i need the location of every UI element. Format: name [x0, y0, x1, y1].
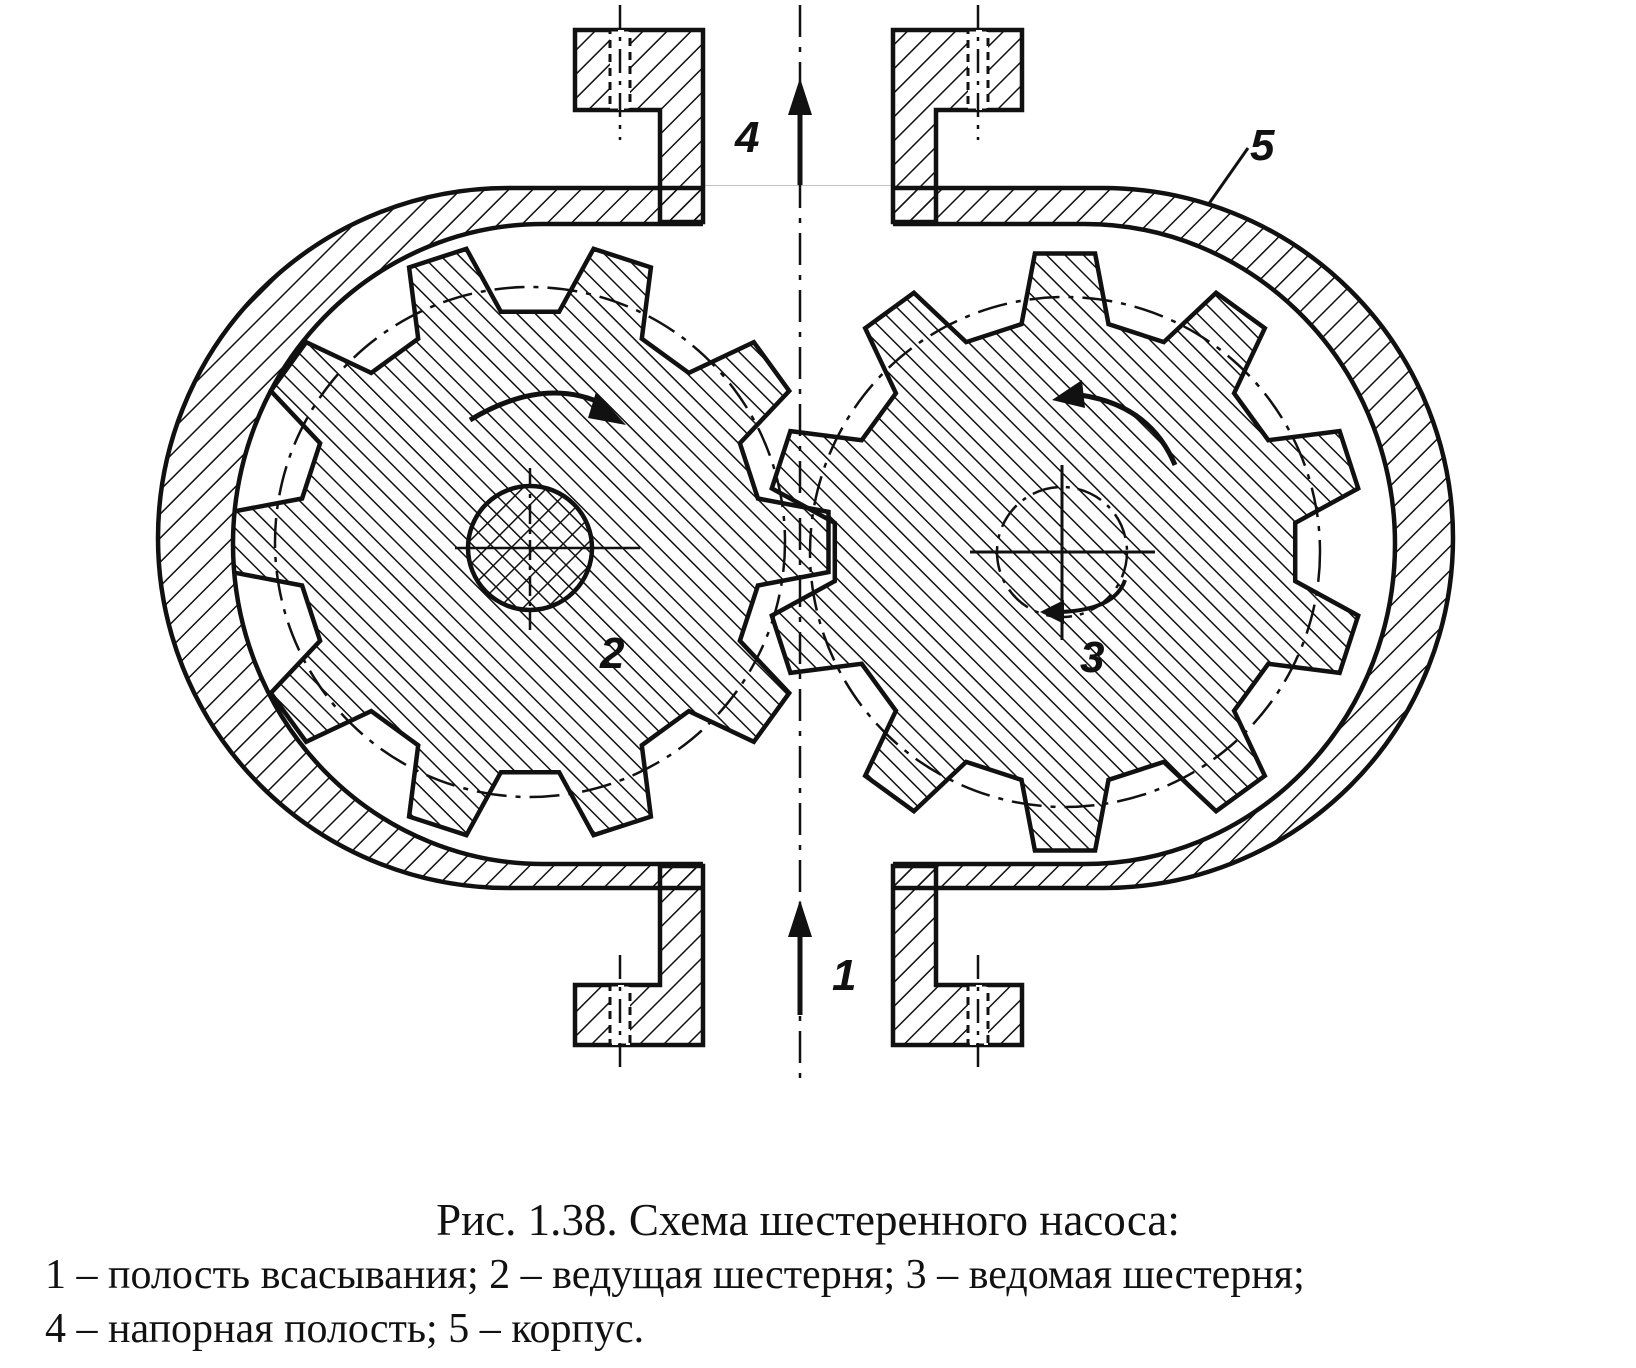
- housing-leader-line: [1206, 147, 1250, 206]
- discharge-flange: [572, 5, 1025, 225]
- label-driving-gear: 2: [599, 629, 625, 678]
- label-discharge: 4: [734, 113, 759, 162]
- suction-arrow: [788, 900, 812, 1015]
- suction-flange: [572, 863, 1025, 1075]
- caption-title: Рис. 1.38. Схема шестеренного насоса:: [436, 1195, 1180, 1245]
- label-driven-gear: 3: [1080, 633, 1104, 682]
- pump-housing: [155, 185, 1456, 902]
- caption-line-1: 1 – полость всасывания; 2 – ведущая шест…: [45, 1252, 1305, 1298]
- figure-caption: Рис. 1.38. Схема шестеренного насоса: 1 …: [0, 1192, 1636, 1356]
- label-housing: 5: [1250, 121, 1275, 170]
- label-suction: 1: [832, 951, 856, 1000]
- discharge-arrow: [788, 78, 812, 185]
- driving-shaft: [455, 468, 640, 630]
- driven-gear-rotation-arrow: [1052, 380, 1178, 466]
- driving-gear-rotation-arrow: [468, 390, 626, 425]
- driven-gear-inner-arrow: [1040, 579, 1127, 624]
- caption-line-2: 4 – напорная полость; 5 – корпус.: [45, 1306, 645, 1352]
